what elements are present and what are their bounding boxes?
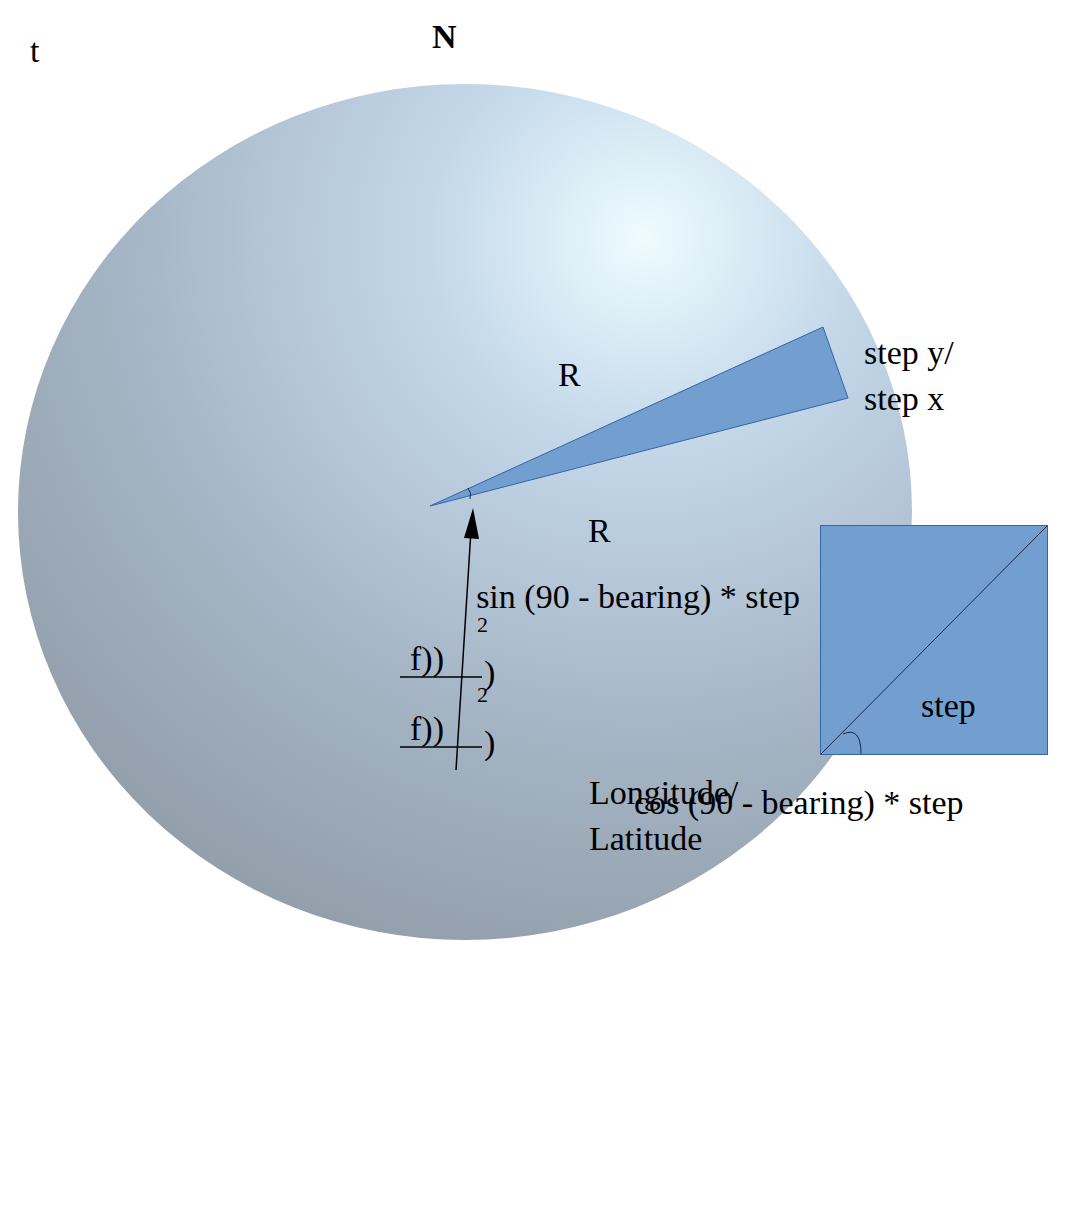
step-square: step xyxy=(820,525,1048,755)
exponent: 2 xyxy=(477,612,488,638)
parenthesis: ) xyxy=(484,720,495,766)
wedge xyxy=(430,327,848,506)
formula-fragment: f)) xyxy=(410,706,444,752)
pointer-line xyxy=(456,530,471,770)
cos-formula: cos (90 - bearing) * step xyxy=(634,780,964,826)
arrowhead xyxy=(464,508,479,539)
radius-label: R xyxy=(588,508,611,554)
north-label: N xyxy=(432,14,457,60)
angle-arc xyxy=(468,488,471,499)
exponent: 2 xyxy=(477,682,488,708)
sin-formula: sin (90 - bearing) * step xyxy=(476,574,800,620)
node-label: step xyxy=(921,686,976,726)
step-label: step y/ step x xyxy=(864,330,982,422)
radius-label: R xyxy=(558,352,581,398)
cut-label: t xyxy=(30,28,39,74)
formula-fragment: f)) xyxy=(410,636,444,682)
